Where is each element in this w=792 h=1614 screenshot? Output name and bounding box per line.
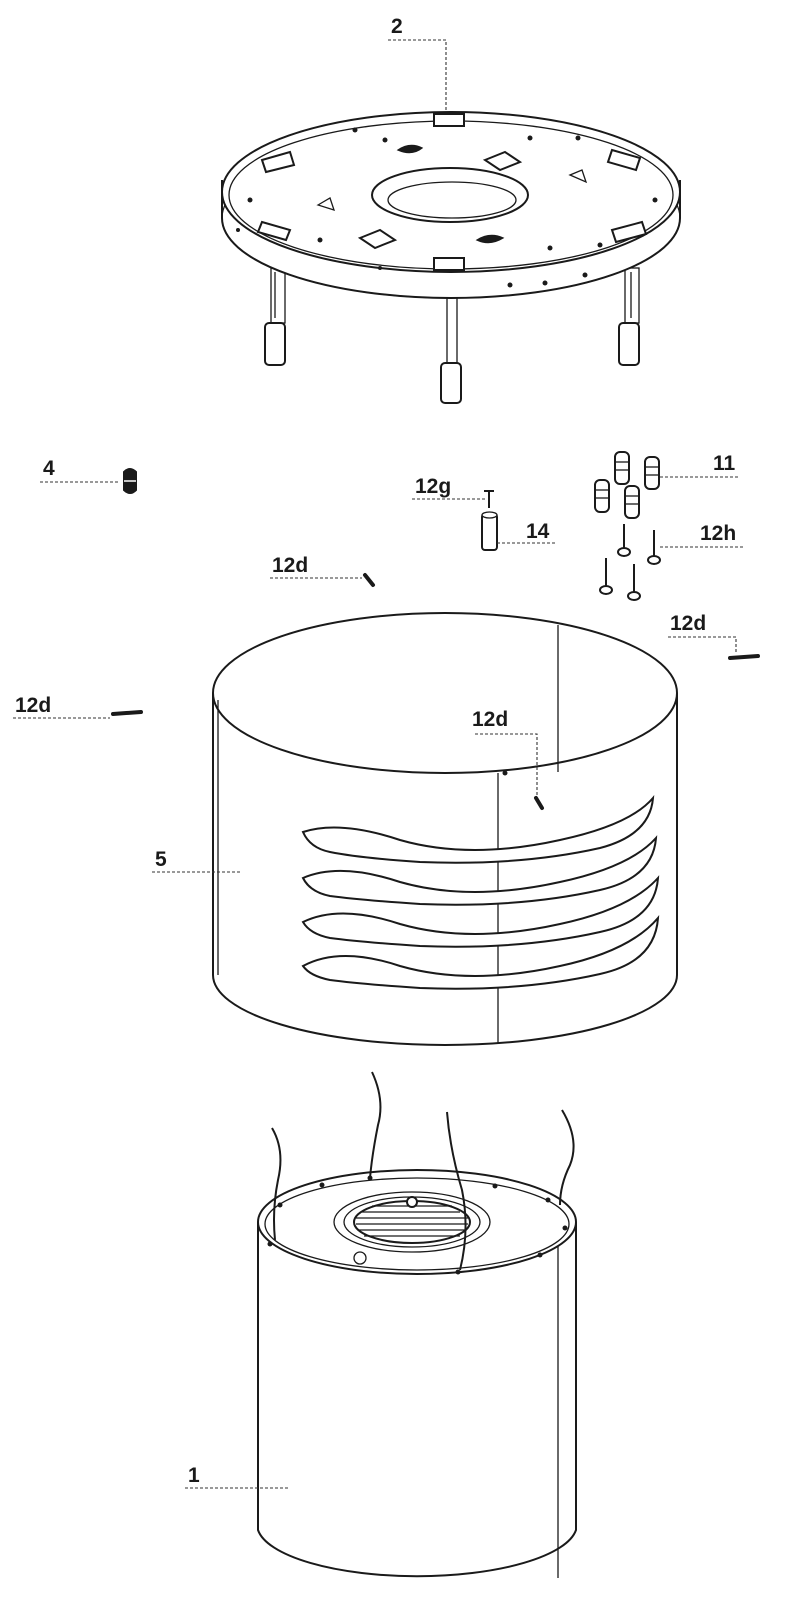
label-part-12h: 12h <box>660 522 745 548</box>
label-4-text: 4 <box>43 457 55 480</box>
label-part-12d-right: 12d <box>668 612 737 652</box>
part-12d-screw-right <box>728 654 760 660</box>
label-part-4: 4 <box>40 457 120 483</box>
label-11-text: 11 <box>713 452 736 475</box>
part-12d-screw-top <box>363 573 375 587</box>
label-part-1: 1 <box>185 1464 290 1489</box>
label-part-12g: 12g <box>412 475 485 500</box>
label-12d-top-text: 12d <box>272 554 308 577</box>
part-12h-screws <box>599 524 661 601</box>
label-part-5: 5 <box>152 848 242 873</box>
label-5-text: 5 <box>155 848 167 871</box>
mounting-leg-right <box>618 267 640 366</box>
decorative-cover <box>212 612 678 1046</box>
motor-housing <box>257 1071 577 1578</box>
mounting-plate <box>221 111 681 404</box>
mounting-leg-center <box>440 294 462 404</box>
label-2-text: 2 <box>391 15 403 38</box>
label-12d-right-text: 12d <box>670 612 706 635</box>
label-part-12d-left: 12d <box>13 694 110 719</box>
part-12d-screw-left <box>111 710 143 716</box>
part-4-cap <box>123 468 137 494</box>
mounting-leg-left <box>264 267 286 366</box>
label-part-11: 11 <box>660 452 740 478</box>
label-part-14: 14 <box>497 520 555 544</box>
label-12h-text: 12h <box>700 522 736 545</box>
label-12d-cover-text: 12d <box>472 708 508 731</box>
label-part-12d-cover: 12d <box>472 708 538 796</box>
label-part-12d-top: 12d <box>270 554 362 579</box>
label-14-text: 14 <box>526 520 550 543</box>
fan-grille <box>356 1205 468 1237</box>
part-12d-screw-cover <box>534 796 544 810</box>
part-14-sleeve <box>481 511 498 551</box>
part-12g-screw <box>484 490 494 508</box>
label-part-2: 2 <box>388 15 447 110</box>
label-1-text: 1 <box>188 1464 200 1487</box>
part-11-wall-plugs <box>594 451 660 519</box>
label-12d-left-text: 12d <box>15 694 51 717</box>
label-12g-text: 12g <box>415 475 451 498</box>
